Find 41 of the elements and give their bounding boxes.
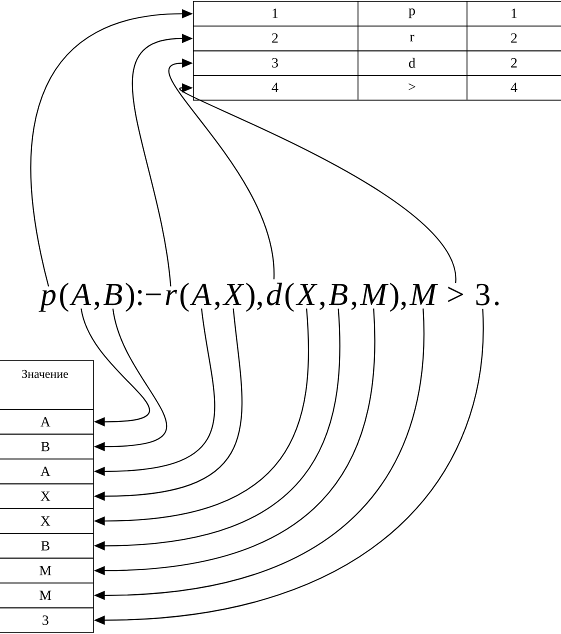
formula-symbol: M <box>360 284 388 305</box>
table-row: 1 p 1 <box>193 0 561 26</box>
formula-symbol: p <box>38 290 56 312</box>
table-cell: A <box>0 458 94 484</box>
table-row: 4 > 4 <box>193 74 561 101</box>
table-row: 3 d 2 <box>193 50 561 76</box>
formula-punctuation: . <box>494 302 499 306</box>
formula-punctuation: ), <box>246 282 262 312</box>
formula-punctuation: , <box>320 302 324 310</box>
formula-symbol: X <box>222 284 244 305</box>
formula-punctuation: ), <box>390 282 406 312</box>
table-cell: 3 <box>0 607 94 633</box>
formula-symbol: M <box>409 284 438 305</box>
formula-symbol: X <box>296 284 318 305</box>
table-cell: X <box>0 508 94 534</box>
formula-symbol: A <box>190 284 212 305</box>
formula-punctuation: , <box>94 302 100 310</box>
formula-punctuation: ( <box>285 282 294 312</box>
arrow <box>181 83 456 284</box>
formula-symbol: d <box>266 282 282 306</box>
table-cell: B <box>0 434 94 460</box>
table-cell: M <box>0 558 94 584</box>
formula-symbol: r <box>166 290 178 305</box>
arrow <box>80 308 150 426</box>
formula-punctuation: , <box>214 302 220 310</box>
formula-punctuation: ):− <box>126 282 161 312</box>
table-header-cell: Значение <box>0 360 94 410</box>
formula-symbol: A <box>70 284 92 305</box>
formula-punctuation: , <box>351 302 356 310</box>
table-cell: X <box>0 483 94 509</box>
formula-symbol: 3 <box>476 284 490 306</box>
table-cell: B <box>0 533 94 559</box>
arrow <box>168 58 274 280</box>
formula-symbol: B <box>103 284 122 306</box>
formula-punctuation: ( <box>180 282 189 312</box>
formula-symbol: > <box>448 286 464 302</box>
table-cell: A <box>0 409 94 435</box>
formula-punctuation: ( <box>60 282 68 312</box>
table-row: 2 r 2 <box>193 25 561 52</box>
table-cell: M <box>0 582 94 608</box>
formula-symbol: B <box>328 284 348 306</box>
